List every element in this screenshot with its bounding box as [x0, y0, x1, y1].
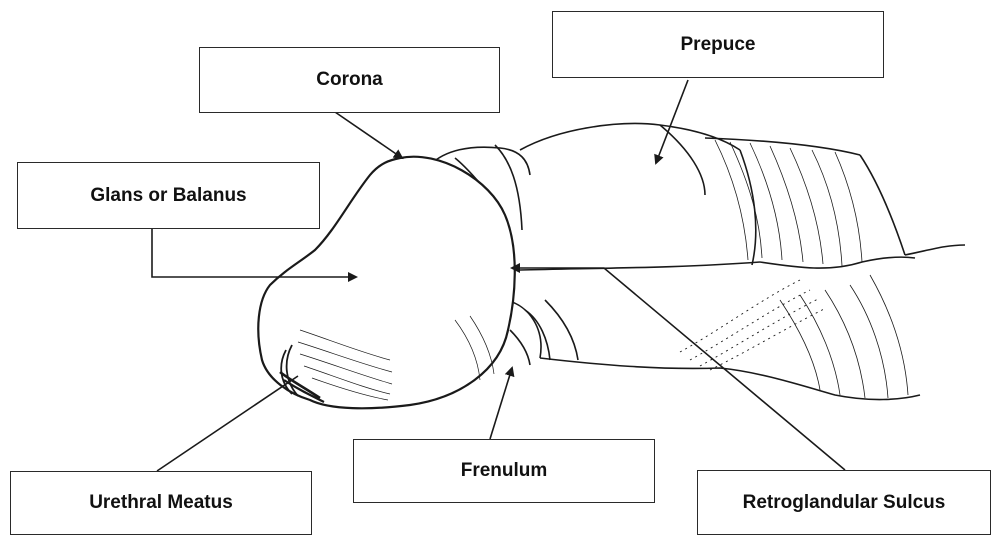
label-corona: Corona — [199, 47, 500, 113]
label-urethral-meatus-text: Urethral Meatus — [89, 492, 233, 514]
label-frenulum-text: Frenulum — [461, 460, 548, 482]
label-retroglandular-sulcus-text: Retroglandular Sulcus — [743, 492, 946, 514]
corona-leader — [335, 112, 402, 158]
label-frenulum: Frenulum — [353, 439, 655, 503]
prepuce-leader — [656, 80, 688, 163]
meatus-leader — [157, 376, 298, 471]
label-glans: Glans or Balanus — [17, 162, 320, 229]
frenulum-leader — [490, 368, 512, 439]
label-corona-text: Corona — [316, 69, 383, 91]
label-urethral-meatus: Urethral Meatus — [10, 471, 312, 535]
label-retroglandular-sulcus: Retroglandular Sulcus — [697, 470, 991, 535]
label-prepuce-text: Prepuce — [681, 34, 756, 56]
label-glans-text: Glans or Balanus — [90, 185, 246, 207]
label-prepuce: Prepuce — [552, 11, 884, 78]
